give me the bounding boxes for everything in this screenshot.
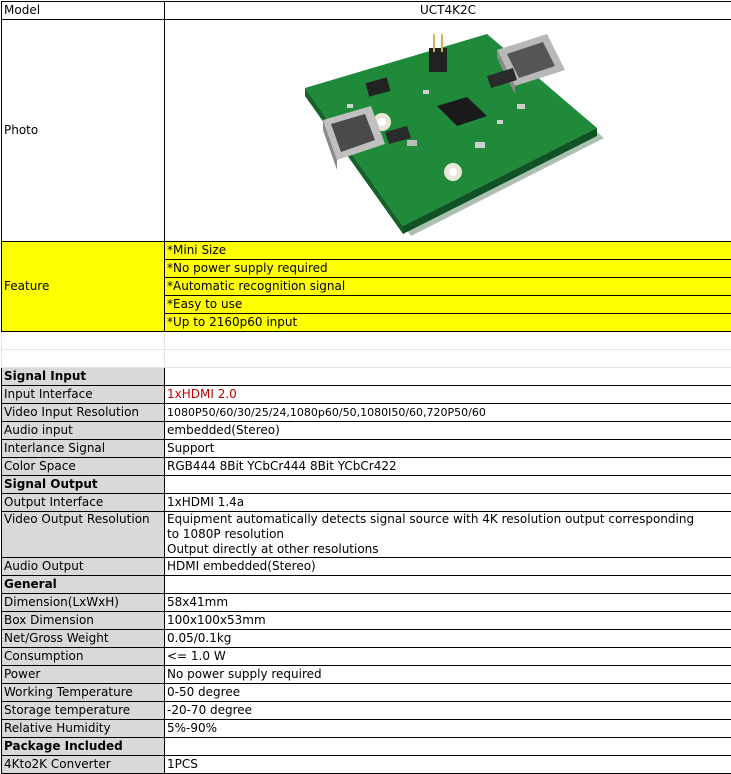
spec-row: Audio Output HDMI embedded(Stereo) — [2, 558, 731, 576]
spec-label: Relative Humidity — [2, 720, 165, 738]
spec-value: No power supply required — [165, 666, 731, 684]
section-title: Signal Input — [2, 368, 165, 386]
spec-value-line: Output directly at other resolutions — [167, 542, 729, 557]
spec-value: 58x41mm — [165, 594, 731, 612]
feature-item: *Automatic recognition signal — [165, 278, 731, 296]
pin-header-icon — [429, 48, 447, 72]
spec-label: Box Dimension — [2, 612, 165, 630]
blank-row — [2, 350, 731, 368]
feature-item: *No power supply required — [165, 260, 731, 278]
spec-value: 1PCS — [165, 756, 731, 774]
spec-label: Consumption — [2, 648, 165, 666]
section-title: Package Included — [2, 738, 165, 756]
pcb-board-image — [167, 20, 731, 241]
spec-value: Equipment automatically detects signal s… — [165, 512, 731, 558]
spec-label: Audio Output — [2, 558, 165, 576]
spec-label: Power — [2, 666, 165, 684]
spec-row: Video Output Resolution Equipment automa… — [2, 512, 731, 558]
spec-value: RGB444 8Bit YCbCr444 8Bit YCbCr422 — [165, 458, 731, 476]
model-row: Model UCT4K2C — [2, 2, 731, 20]
spec-value: HDMI embedded(Stereo) — [165, 558, 731, 576]
spec-row: 4Kto2K Converter 1PCS — [2, 756, 731, 774]
spec-value: -20-70 degree — [165, 702, 731, 720]
spec-row: Storage temperature -20-70 degree — [2, 702, 731, 720]
spec-value: 1xHDMI 1.4a — [165, 494, 731, 512]
spec-label: Input Interface — [2, 386, 165, 404]
spec-label: Storage temperature — [2, 702, 165, 720]
spec-label: Color Space — [2, 458, 165, 476]
spec-row: Input Interface 1xHDMI 2.0 — [2, 386, 731, 404]
spec-value: 100x100x53mm — [165, 612, 731, 630]
section-signal-output: Signal Output — [2, 476, 731, 494]
spec-row: Working Temperature 0-50 degree — [2, 684, 731, 702]
spec-row: Interlance Signal Support — [2, 440, 731, 458]
spec-row: Relative Humidity 5%-90% — [2, 720, 731, 738]
spec-label: Interlance Signal — [2, 440, 165, 458]
spec-label: Net/Gross Weight — [2, 630, 165, 648]
spec-value: embedded(Stereo) — [165, 422, 731, 440]
spec-value: Support — [165, 440, 731, 458]
section-general: General — [2, 576, 731, 594]
section-title: Signal Output — [2, 476, 165, 494]
feature-item: *Easy to use — [165, 296, 731, 314]
spec-row: Audio input embedded(Stereo) — [2, 422, 731, 440]
section-package: Package Included — [2, 738, 731, 756]
spec-label: Output Interface — [2, 494, 165, 512]
spec-row: Color Space RGB444 8Bit YCbCr444 8Bit YC… — [2, 458, 731, 476]
feature-label: Feature — [2, 242, 165, 332]
feature-item: *Mini Size — [165, 242, 731, 260]
model-label: Model — [2, 2, 165, 20]
model-value: UCT4K2C — [165, 2, 731, 20]
spec-label: Audio input — [2, 422, 165, 440]
section-title: General — [2, 576, 165, 594]
spec-row: Output Interface 1xHDMI 1.4a — [2, 494, 731, 512]
photo-label: Photo — [2, 20, 165, 242]
spec-row: Box Dimension 100x100x53mm — [2, 612, 731, 630]
spec-label: Video Input Resolution — [2, 404, 165, 422]
spec-value: 1xHDMI 2.0 — [165, 386, 731, 404]
spec-label: Dimension(LxWxH) — [2, 594, 165, 612]
photo-row: Photo — [2, 20, 731, 242]
product-photo — [165, 20, 731, 242]
spec-row: Consumption <= 1.0 W — [2, 648, 731, 666]
spec-value: 5%-90% — [165, 720, 731, 738]
spec-value: <= 1.0 W — [165, 648, 731, 666]
spec-row: Net/Gross Weight 0.05/0.1kg — [2, 630, 731, 648]
blank-row — [2, 332, 731, 350]
spec-value-line: to 1080P resolution — [167, 527, 729, 542]
spec-row: Dimension(LxWxH) 58x41mm — [2, 594, 731, 612]
spec-value: 1080P50/60/30/25/24,1080p60/50,1080I50/6… — [165, 404, 731, 422]
feature-row: Feature *Mini Size — [2, 242, 731, 260]
spec-value-line: Equipment automatically detects signal s… — [167, 512, 729, 527]
spec-row: Power No power supply required — [2, 666, 731, 684]
spec-value: 0-50 degree — [165, 684, 731, 702]
spec-row: Video Input Resolution 1080P50/60/30/25/… — [2, 404, 731, 422]
spec-label: 4Kto2K Converter — [2, 756, 165, 774]
section-signal-input: Signal Input — [2, 368, 731, 386]
feature-item: *Up to 2160p60 input — [165, 314, 731, 332]
spec-value: 0.05/0.1kg — [165, 630, 731, 648]
spec-label: Working Temperature — [2, 684, 165, 702]
spec-label: Video Output Resolution — [2, 512, 165, 558]
